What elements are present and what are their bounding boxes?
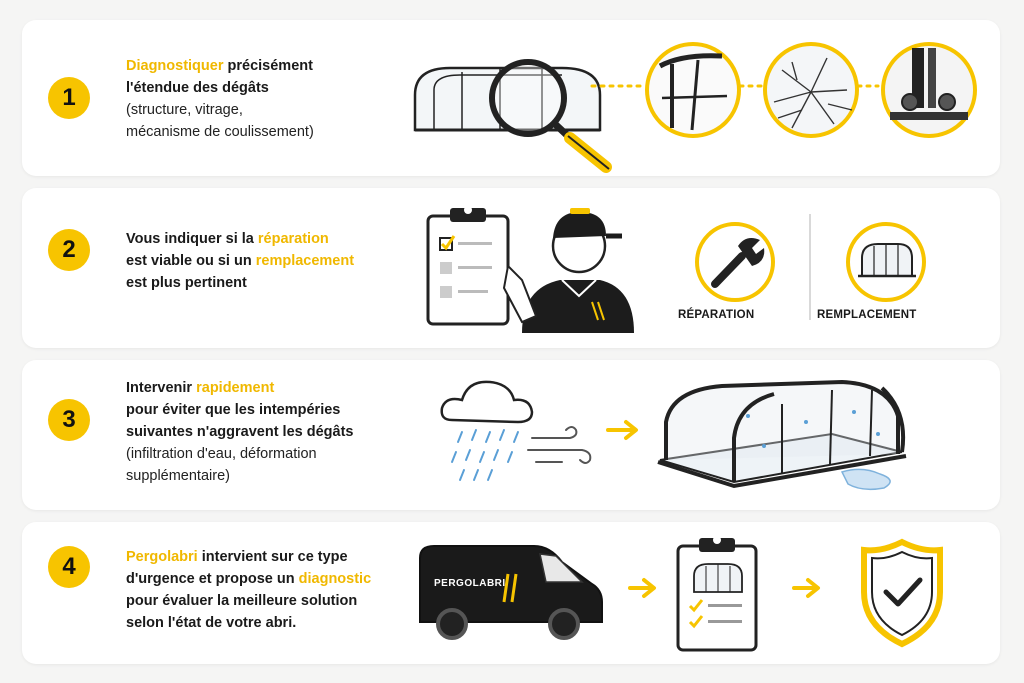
sliding-rail-icon [881, 42, 977, 138]
service-van-icon [419, 545, 603, 640]
step-number-badge: 1 [48, 77, 90, 119]
step-number-badge: 3 [48, 399, 90, 441]
step-number-badge: 4 [48, 546, 90, 588]
step-card-1: 1 Diagnostiquer précisément l'étendue de… [22, 20, 1000, 176]
step2-illustration [426, 206, 926, 333]
step-card-2: 2 Vous indiquer si la réparation est via… [22, 188, 1000, 348]
wind-icon [527, 426, 592, 464]
arrow-right-icon [606, 420, 638, 440]
highlight-text: diagnostic [298, 571, 372, 587]
structure-detail-icon [645, 42, 741, 138]
step-card-4: 4 Pergolabri intervient sur ce type d'ur… [22, 522, 1000, 664]
step-description: Intervenir rapidement pour éviter que le… [126, 380, 354, 484]
step-description: Vous indiquer si la réparation est viabl… [126, 231, 355, 291]
rain-cloud-icon [440, 380, 534, 481]
highlight-text: réparation [257, 231, 329, 247]
checklist-clipboard-icon [426, 206, 510, 326]
van-brand-label: PERGOLABRI [434, 578, 506, 589]
step-card-3: 3 Intervenir rapidement pour éviter que … [22, 360, 1000, 510]
technician-icon [502, 208, 634, 333]
wet-greenhouse-icon [657, 379, 907, 491]
highlight-text: Pergolabri [126, 549, 198, 565]
step-description: Pergolabri intervient sur ce type d'urge… [126, 549, 372, 631]
step4-illustration [419, 536, 943, 652]
magnifying-glass-icon [489, 59, 612, 173]
step-number-badge: 2 [48, 229, 90, 271]
diagnostic-clipboard-icon [676, 536, 758, 652]
repair-label: RÉPARATION [678, 309, 755, 321]
cracked-glass-icon [763, 42, 859, 138]
highlight-text: rapidement [196, 380, 275, 396]
step-description: Diagnostiquer précisément l'étendue des … [126, 58, 314, 140]
shield-check-icon [861, 538, 943, 648]
step1-illustration [413, 42, 977, 173]
repair-wrench-icon [695, 222, 775, 302]
highlight-text: Diagnostiquer [126, 58, 224, 74]
highlight-text: remplacement [255, 253, 355, 269]
replacement-label: REMPLACEMENT [817, 309, 917, 321]
replacement-greenhouse-icon [846, 222, 926, 302]
arrow-right-icon [792, 578, 820, 598]
arrow-right-icon [628, 578, 656, 598]
step3-illustration [440, 379, 907, 491]
